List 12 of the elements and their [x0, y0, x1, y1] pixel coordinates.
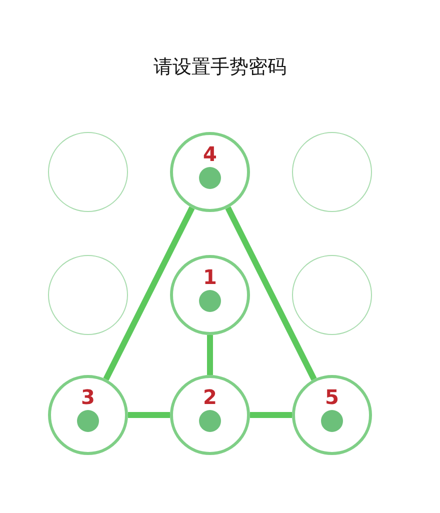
pattern-line	[207, 335, 213, 375]
selected-circle	[170, 255, 250, 335]
number-label: 4	[202, 143, 218, 165]
title: 请设置手势密码	[152, 55, 288, 80]
number-label: 2	[202, 386, 218, 408]
pattern-line	[128, 412, 170, 418]
number-label: 1	[202, 266, 218, 288]
pattern-line	[103, 206, 195, 381]
number-label: 5	[324, 386, 340, 408]
pattern-line	[225, 206, 317, 381]
pattern-line	[250, 412, 292, 418]
number-label: 3	[80, 386, 96, 408]
